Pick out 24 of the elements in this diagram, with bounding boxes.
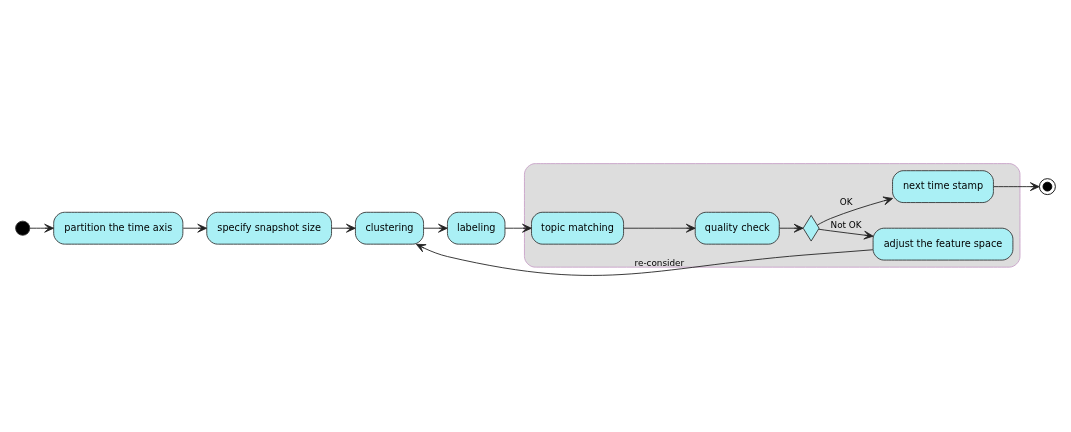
edge-label: re-consider xyxy=(634,258,685,269)
node-box: specify snapshot size xyxy=(206,211,332,245)
node-box: topic matching xyxy=(531,211,624,245)
arrow xyxy=(779,223,804,233)
node-box: quality check xyxy=(694,211,780,245)
node-box: labeling xyxy=(447,211,506,245)
edge-label: Not OK xyxy=(830,220,862,231)
arrow xyxy=(993,182,1040,192)
arrow xyxy=(331,223,356,233)
node-box: next time stamp xyxy=(892,170,994,203)
node-box: clustering xyxy=(355,211,424,245)
node-diamond xyxy=(802,214,820,242)
arrow xyxy=(623,223,696,233)
arrow xyxy=(818,228,874,240)
node-box: adjust the feature space xyxy=(872,227,1014,261)
arrow xyxy=(416,243,874,276)
arrow xyxy=(182,223,207,233)
node-box: partition the time axis xyxy=(53,211,184,245)
node-circle xyxy=(15,220,31,236)
arrow xyxy=(29,223,54,233)
arrow xyxy=(816,196,893,226)
edge-label: OK xyxy=(839,197,853,208)
arrow xyxy=(504,223,532,233)
arrow xyxy=(423,223,448,233)
